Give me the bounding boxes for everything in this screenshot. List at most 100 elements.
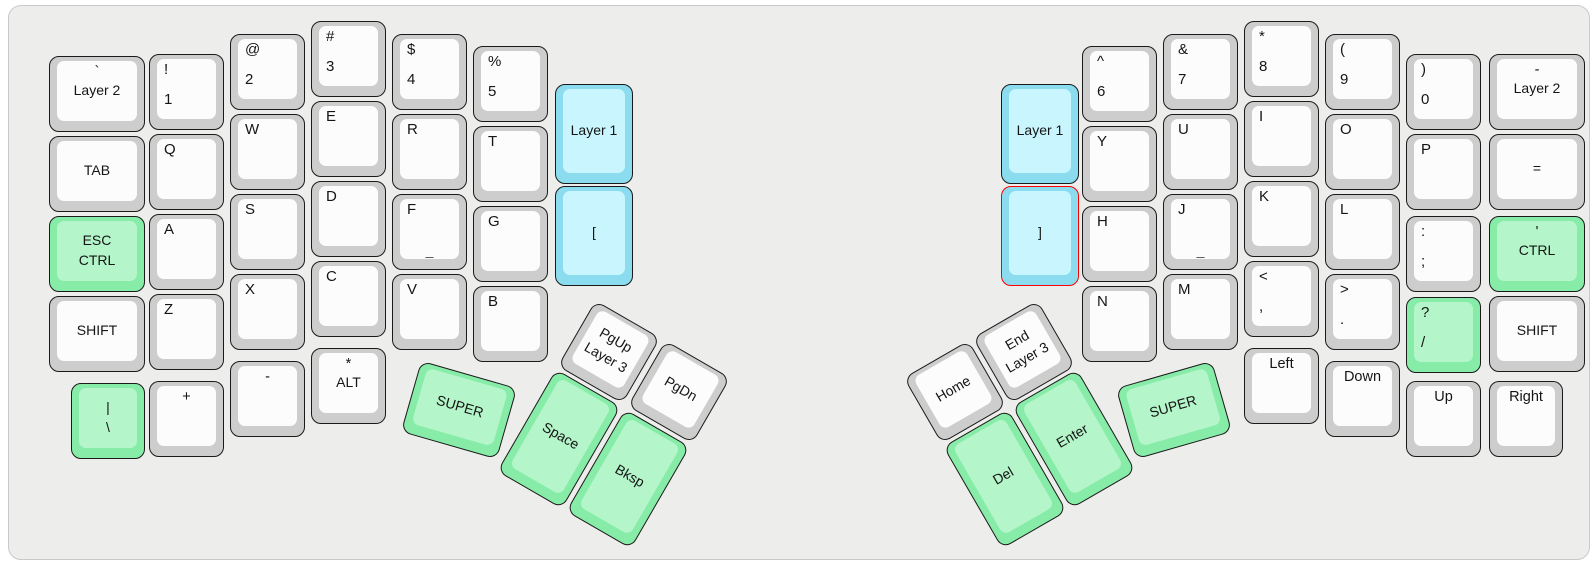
key-x[interactable]: X (230, 274, 305, 350)
keycap-surface: 'CTRL (1497, 221, 1577, 281)
key-k[interactable]: K (1244, 181, 1319, 257)
key-tab[interactable]: TAB (49, 136, 145, 212)
key-w[interactable]: W (230, 114, 305, 190)
key-minus-layer2[interactable]: -Layer 2 (1489, 54, 1585, 130)
key-label: ; (1421, 253, 1426, 271)
key-lbracket[interactable]: [ (555, 186, 633, 286)
keycap-surface: *8 (1252, 26, 1311, 86)
key-label: Del (989, 463, 1017, 488)
key-j[interactable]: J_ (1163, 194, 1238, 270)
key-pipe-backslash[interactable]: |\ (71, 383, 145, 459)
key-asterisk-8[interactable]: *8 (1244, 21, 1319, 97)
key-label: ] (1038, 224, 1042, 241)
key-s[interactable]: S (230, 194, 305, 270)
key-r[interactable]: R (392, 114, 467, 190)
key-equals[interactable]: = (1489, 134, 1585, 210)
key-minus[interactable]: - (230, 361, 305, 437)
key-percent-5[interactable]: %5 (473, 46, 548, 122)
key-y[interactable]: Y (1082, 126, 1157, 202)
key-l[interactable]: L (1325, 194, 1400, 270)
key-rbracket[interactable]: ] (1001, 186, 1079, 286)
key-q[interactable]: Q (149, 134, 224, 210)
key-b[interactable]: B (473, 286, 548, 362)
key-down[interactable]: Down (1325, 361, 1400, 437)
key-less-comma[interactable]: <, (1244, 261, 1319, 337)
key-d[interactable]: D (311, 181, 386, 257)
key-label: Bksp (612, 461, 648, 491)
key-a[interactable]: A (149, 214, 224, 290)
key-shift-left[interactable]: SHIFT (49, 296, 145, 372)
key-c[interactable]: C (311, 261, 386, 337)
keycap-surface: [ (563, 191, 625, 275)
key-f[interactable]: F_ (392, 194, 467, 270)
key-paren-9[interactable]: (9 (1325, 34, 1400, 110)
keycap-surface: Right (1497, 386, 1555, 446)
key-t[interactable]: T (473, 126, 548, 202)
key-layer1-left[interactable]: Layer 1 (555, 84, 633, 184)
key-grave-layer2[interactable]: `Layer 2 (49, 56, 145, 132)
key-question-slash[interactable]: ?/ (1406, 297, 1481, 373)
key-label: D (326, 188, 337, 205)
key-z[interactable]: Z (149, 294, 224, 370)
key-label: Layer 2 (1513, 80, 1561, 97)
key-label: ) (1421, 61, 1426, 78)
key-u[interactable]: U (1163, 114, 1238, 190)
key-i[interactable]: I (1244, 101, 1319, 177)
keycap-surface: Layer 1 (563, 89, 625, 173)
key-layer1-right[interactable]: Layer 1 (1001, 84, 1079, 184)
key-shift-right[interactable]: SHIFT (1489, 296, 1585, 372)
key-label: / (1421, 334, 1426, 352)
key-paren-0[interactable]: )0 (1406, 54, 1481, 130)
key-h[interactable]: H (1082, 206, 1157, 282)
key-m[interactable]: M (1163, 274, 1238, 350)
key-label: < (1259, 268, 1268, 285)
key-up[interactable]: Up (1406, 381, 1481, 457)
keycap-surface: F_ (400, 199, 459, 259)
key-asterisk-alt[interactable]: *ALT (311, 348, 386, 424)
key-label-center: PgDn (640, 349, 721, 430)
key-exclam-1[interactable]: !1 (149, 54, 224, 130)
key-quote-ctrl[interactable]: 'CTRL (1489, 216, 1585, 292)
key-o[interactable]: O (1325, 114, 1400, 190)
key-super-right[interactable]: SUPER (1115, 360, 1233, 460)
key-right[interactable]: Right (1489, 381, 1563, 457)
key-label: CTRL (1518, 242, 1556, 259)
key-label: I (1259, 108, 1264, 125)
key-super-left[interactable]: SUPER (400, 360, 518, 460)
key-greater-period[interactable]: >. (1325, 274, 1400, 350)
key-label: 7 (1178, 71, 1187, 89)
key-label: H (1097, 213, 1108, 230)
key-label: B (488, 293, 499, 310)
key-label: | (106, 399, 110, 416)
keycap-surface: #3 (319, 26, 378, 86)
keycap-surface: (9 (1333, 39, 1392, 99)
keycap-surface: $4 (400, 39, 459, 99)
key-left[interactable]: Left (1244, 348, 1319, 424)
key-label: 1 (164, 91, 173, 109)
key-label: N (1097, 293, 1108, 310)
key-dollar-4[interactable]: $4 (392, 34, 467, 110)
keycap-surface: D (319, 186, 378, 246)
key-p[interactable]: P (1406, 134, 1481, 210)
key-at-2[interactable]: @2 (230, 34, 305, 110)
key-v[interactable]: V (392, 274, 467, 350)
key-e[interactable]: E (311, 101, 386, 177)
keycap-surface: |\ (79, 388, 137, 448)
key-label-center: Layer 1 (1009, 89, 1071, 173)
keycap-surface: + (157, 386, 216, 446)
key-plus[interactable]: + (149, 381, 224, 457)
key-g[interactable]: G (473, 206, 548, 282)
key-amp-7[interactable]: &7 (1163, 34, 1238, 110)
key-label: _ (425, 242, 434, 258)
key-hash-3[interactable]: #3 (311, 21, 386, 97)
key-label: = (1532, 160, 1542, 177)
key-caret-6[interactable]: ^6 (1082, 46, 1157, 122)
key-n[interactable]: N (1082, 286, 1157, 362)
key-label: ALT (336, 374, 361, 391)
key-label: G (488, 213, 500, 230)
key-colon-semicolon[interactable]: :; (1406, 216, 1481, 292)
keycap-surface: K (1252, 186, 1311, 246)
